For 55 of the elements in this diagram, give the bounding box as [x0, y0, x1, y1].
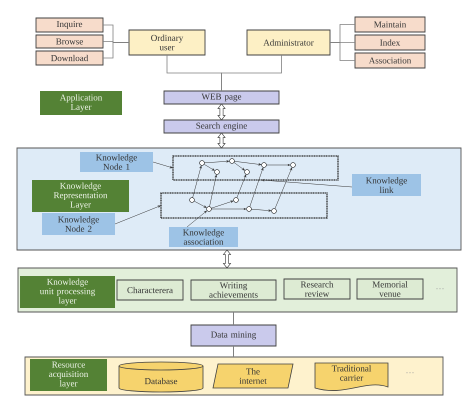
arrow [211, 200, 234, 208]
double-arrow [222, 250, 232, 268]
callout-box: Knowledge link [352, 174, 421, 196]
connector-line [233, 312, 234, 326]
callout-box: Knowledge Node 1 [80, 152, 153, 172]
connector-line [221, 54, 282, 92]
layer-title-box: Resource acquisition layer [30, 359, 107, 391]
process-box: Data mining [190, 324, 276, 346]
connector-line [330, 42, 356, 61]
arrow [194, 200, 207, 208]
category-box: Research review [284, 278, 350, 300]
arrow [234, 161, 262, 166]
arrow [266, 164, 290, 166]
plane-parallelogram [172, 155, 339, 181]
action-box: Download [36, 50, 104, 66]
arrow [250, 168, 264, 207]
callout-box: Knowledge Node 2 [42, 213, 115, 235]
category-box: Characterera [116, 280, 184, 300]
action-box: Inquire [36, 18, 104, 32]
plane-parallelogram [160, 192, 328, 219]
leader-arrow [114, 205, 161, 224]
arrow [204, 164, 215, 171]
action-box: Maintain [354, 16, 426, 32]
process-box: WEB page [164, 90, 280, 104]
leader-arrow [262, 179, 352, 188]
database-cylinder: Database [118, 362, 204, 392]
data-parallelogram: The internet [212, 364, 294, 388]
layer-title-box: Knowledge Representation Layer [32, 180, 129, 212]
ellipsis: ··· [436, 288, 444, 290]
double-arrow [217, 104, 226, 120]
arrow [234, 162, 245, 170]
arrow [211, 208, 246, 210]
action-box: Association [354, 52, 426, 68]
double-arrow [217, 132, 226, 148]
layer-title-box: Knowledge unit processing layer [20, 276, 115, 308]
arrow [209, 174, 217, 207]
layer-title-box: Application Layer [40, 91, 122, 115]
callout-box: Knowledge association [169, 227, 238, 247]
arrow [204, 160, 230, 164]
arrow [192, 166, 202, 198]
category-box: Memorial venue [356, 278, 424, 300]
leader-arrow [186, 210, 207, 228]
action-box: Browse [36, 34, 104, 48]
ellipsis: ··· [406, 372, 414, 374]
leader-arrow [152, 162, 173, 168]
arrow [274, 168, 292, 210]
connector-line [233, 346, 234, 358]
role-box: Administrator [246, 30, 330, 56]
role-box: Ordinary user [128, 30, 206, 56]
connector-line [102, 42, 130, 58]
arrow [251, 208, 272, 212]
action-box: Index [354, 34, 426, 50]
category-box: Writing achievements [190, 280, 276, 300]
process-box: Search engine [164, 120, 280, 134]
arrow [236, 174, 246, 198]
